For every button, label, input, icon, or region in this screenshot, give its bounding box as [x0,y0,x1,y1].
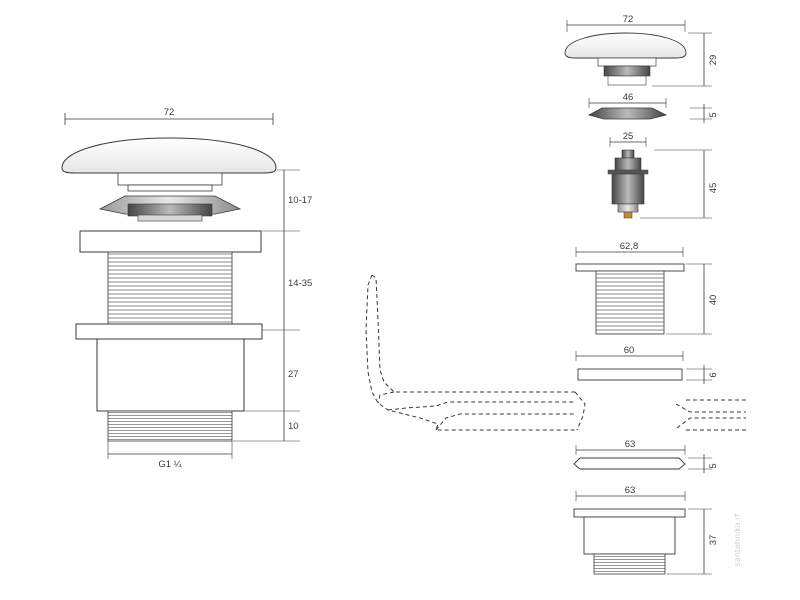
seal-width-label: 60 [624,345,635,356]
flange-width-label: 62,8 [620,241,639,252]
cap-width-label: 72 [623,14,634,25]
basin-section-outline [365,274,746,431]
spindle-height-label: 45 [708,183,719,194]
assembled-width-label: 72 [164,107,175,118]
exploded-lower-body: 63 37 [573,485,719,575]
assembled-cap-neck [117,172,223,186]
seal-height-label: 6 [708,372,719,377]
lowerbody-width-label: 63 [625,485,636,496]
assembled-lower-body [96,338,245,412]
exploded-gasket: 46 5 [587,92,719,123]
assembled-lock-flange [75,323,263,340]
assembled-width-dimension: 72 [64,107,274,125]
assembled-view: 72 10-17 14-35 27 10 [61,107,312,470]
height-label-4: 10 [288,421,299,432]
gasket-height-label: 5 [708,112,719,117]
exploded-cap: 72 29 [564,14,719,87]
washer-width-label: 63 [625,439,636,450]
exploded-view: 72 29 46 5 25 [564,14,719,575]
washer-height-label: 5 [708,463,719,468]
exploded-seal-ring: 60 6 [575,345,719,384]
lowerbody-height-label: 37 [708,535,719,546]
assembled-bottom-thread [107,410,233,442]
flange-height-label: 40 [708,295,719,306]
height-label-1: 10-17 [288,195,312,206]
exploded-spindle: 25 45 [607,131,719,219]
height-label-3: 27 [288,369,299,380]
assembled-thread-body [107,251,233,325]
gasket-width-label: 46 [623,92,634,103]
assembled-cap [61,137,277,174]
thread-label: G1 ¼ [158,459,182,470]
assembled-height-dimensions: 10-17 14-35 27 10 [233,169,312,442]
cap-height-label: 29 [708,55,719,66]
exploded-lower-washer: 63 5 [573,439,719,473]
watermark: santehnika.rf [733,514,742,567]
assembled-top-flange [79,230,262,253]
exploded-threaded-flange: 62,8 40 [575,241,719,335]
height-label-2: 14-35 [288,278,312,289]
thread-dimension: G1 ¼ [107,441,233,470]
spindle-width-label: 25 [623,131,634,142]
